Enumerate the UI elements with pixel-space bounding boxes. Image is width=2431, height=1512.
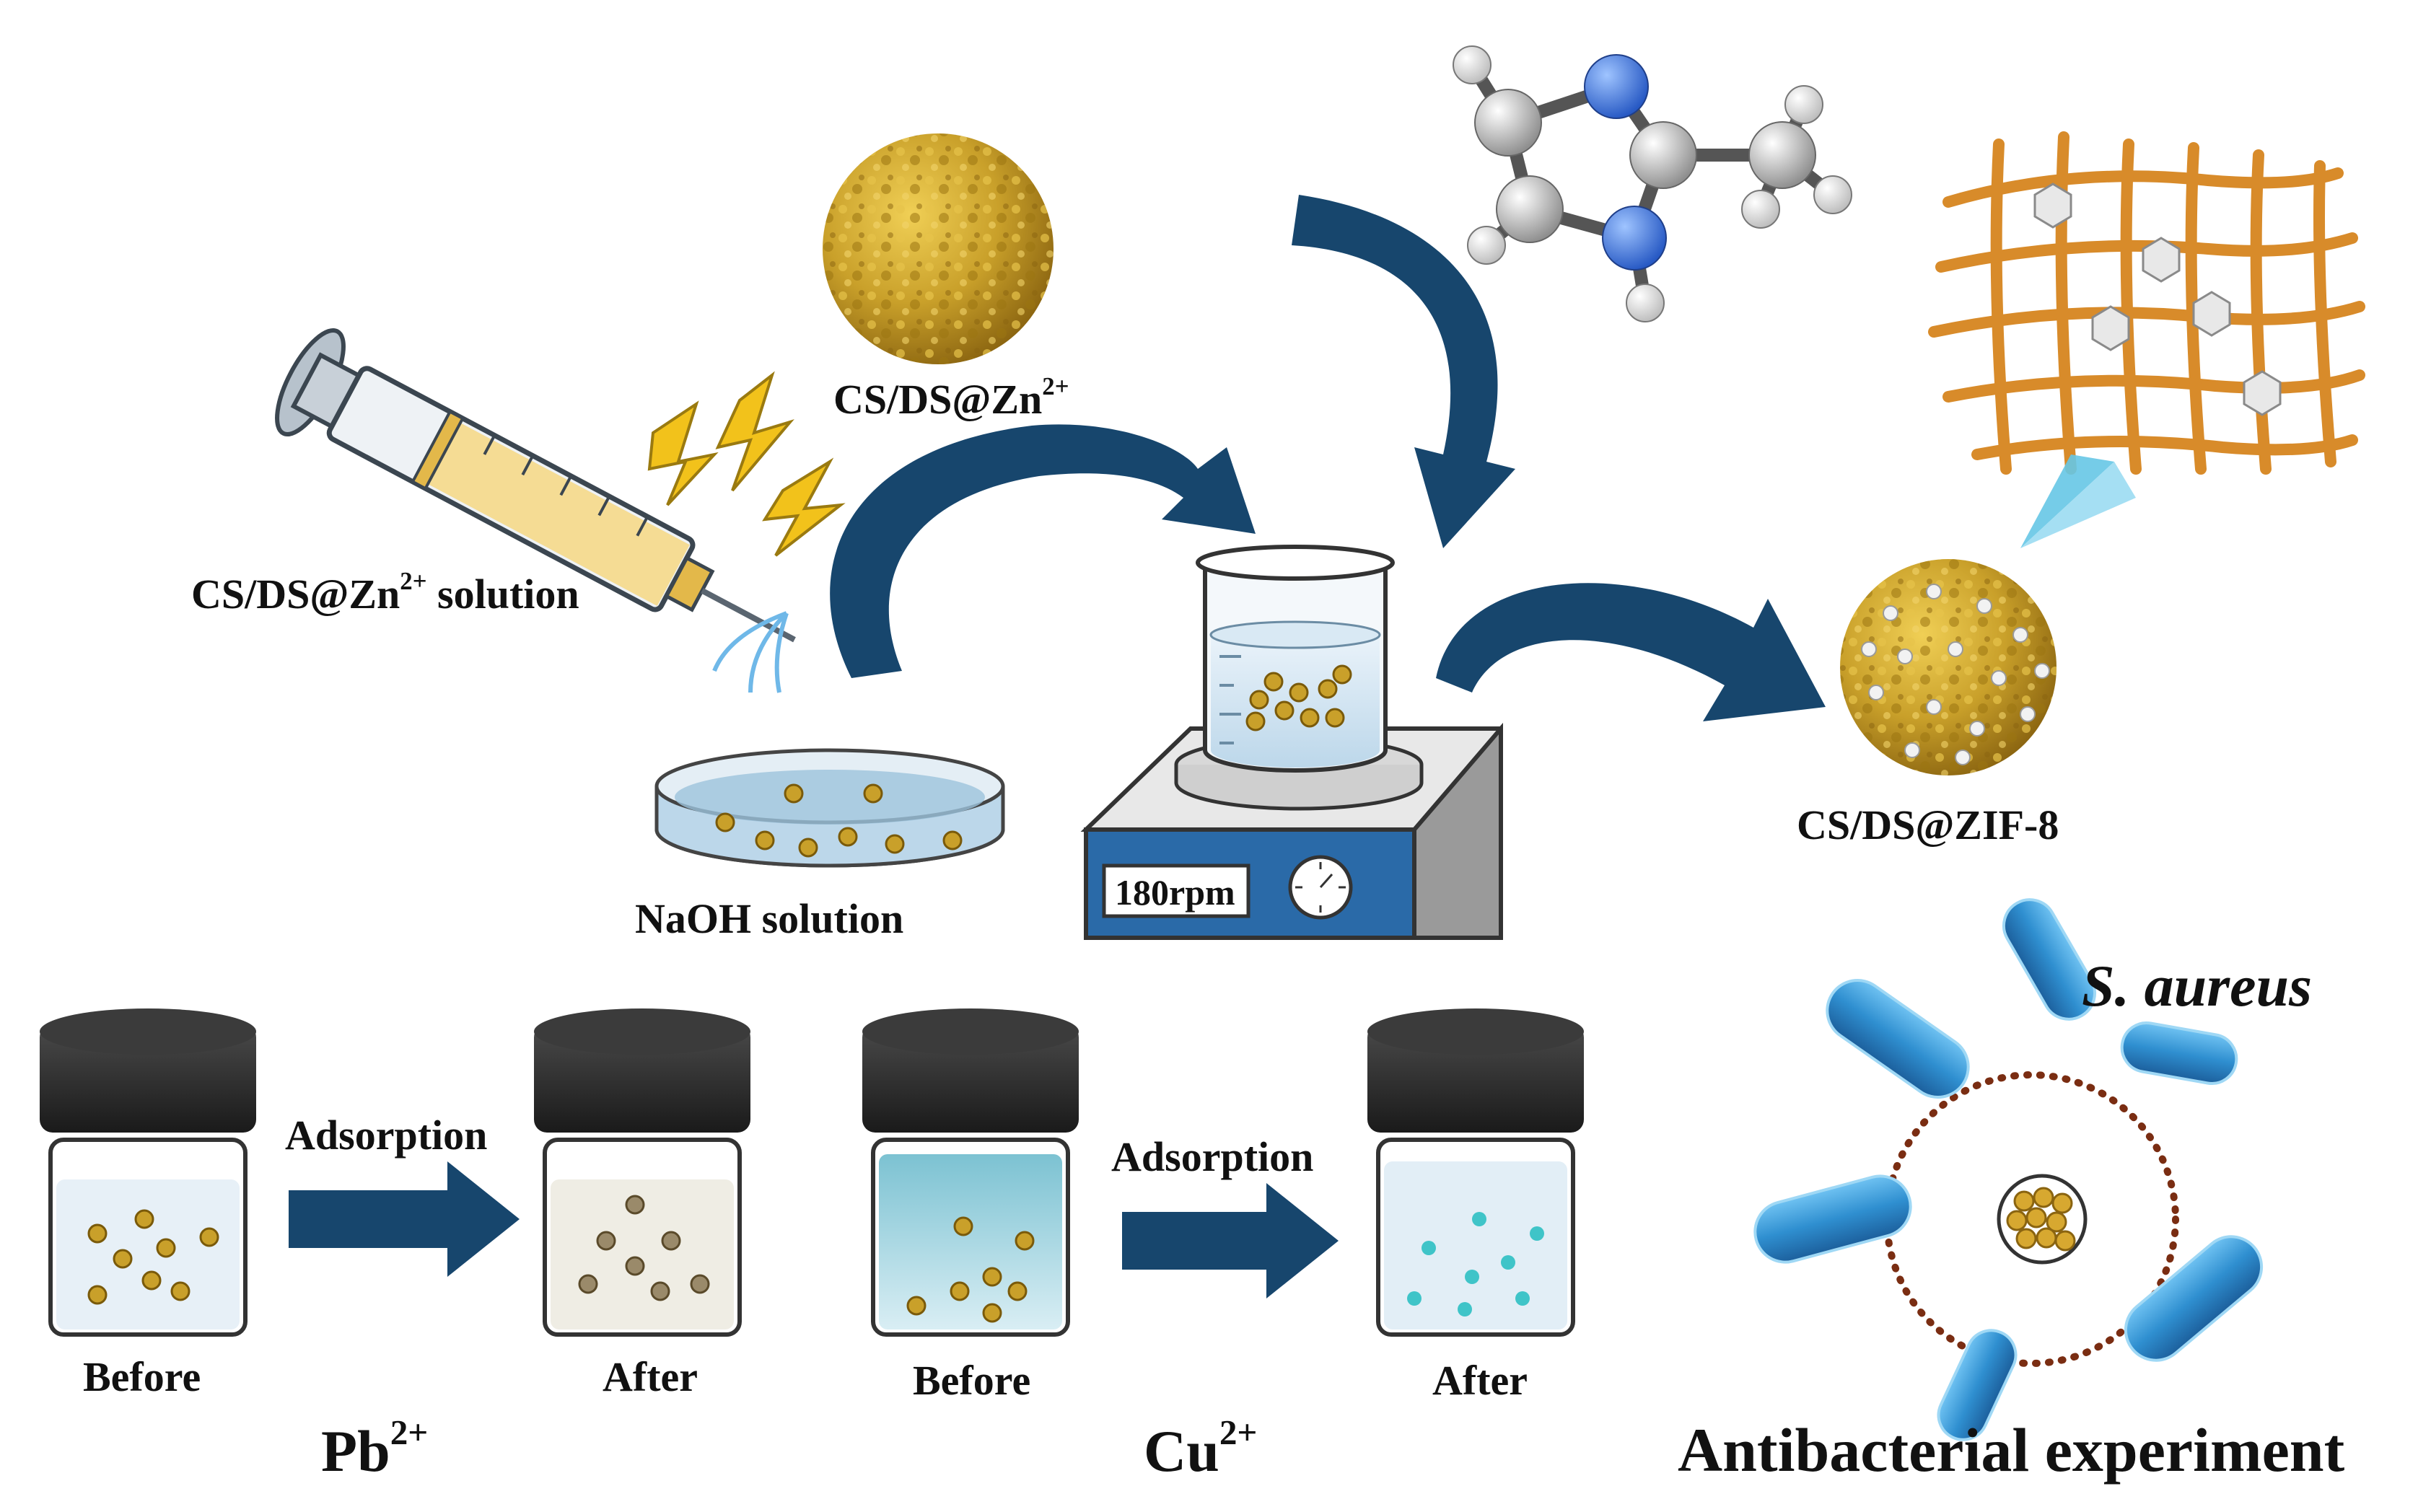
bead-label: CS/DS@Zn2+ bbox=[833, 372, 1069, 423]
arrow-icon bbox=[830, 195, 1826, 721]
antibacterial-label: Antibacterial experiment bbox=[1678, 1415, 2345, 1485]
molecule-icon bbox=[1453, 45, 1852, 322]
naoh-label: NaOH solution bbox=[635, 895, 904, 942]
stirrer-speed-display: 180rpm bbox=[1115, 872, 1235, 913]
syringe-label: CS/DS@Zn2+ solution bbox=[191, 566, 579, 617]
after-label-pb: After bbox=[603, 1353, 698, 1400]
bacteria-icon bbox=[1753, 898, 2264, 1441]
product-label: CS/DS@ZIF-8 bbox=[1797, 801, 2059, 848]
jar-pb-before bbox=[40, 1008, 256, 1337]
jar-cu-after bbox=[1367, 1008, 1584, 1337]
beaker-icon bbox=[1196, 545, 1395, 773]
adsorption-label-cu: Adsorption bbox=[1111, 1133, 1314, 1180]
adsorption-label-pb: Adsorption bbox=[285, 1112, 488, 1159]
bead-zif8-icon bbox=[1840, 559, 2057, 775]
jar-cu-before bbox=[862, 1008, 1079, 1337]
before-label-pb: Before bbox=[83, 1353, 201, 1400]
jar-pb-after bbox=[534, 1008, 750, 1337]
arrow-icon bbox=[289, 1161, 1339, 1298]
after-label-cu: After bbox=[1432, 1357, 1528, 1404]
before-label-cu: Before bbox=[913, 1357, 1031, 1404]
mesh-icon bbox=[1928, 131, 2365, 548]
bacteria-label: S. aureus bbox=[2082, 953, 2313, 1019]
cu-ion-label: Cu2+ bbox=[1144, 1412, 1258, 1484]
petri-dish-icon bbox=[654, 748, 1005, 868]
spark-icon bbox=[647, 371, 846, 557]
syringe-icon bbox=[275, 328, 796, 693]
bead-icon bbox=[823, 133, 1054, 364]
pb-ion-label: Pb2+ bbox=[321, 1412, 429, 1484]
